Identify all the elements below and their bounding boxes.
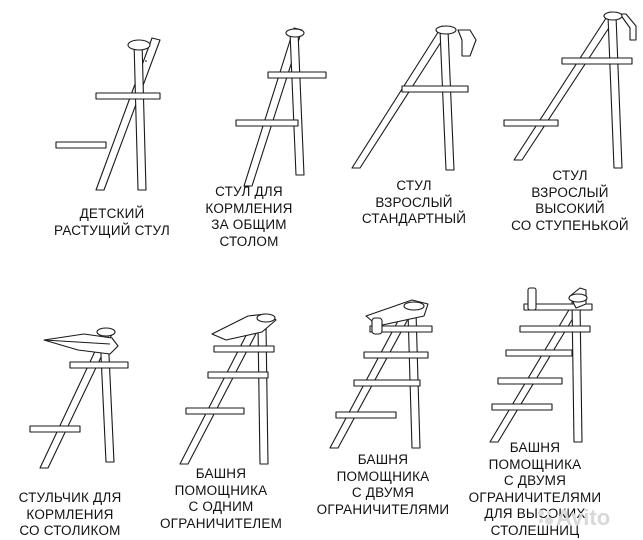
figure-helper-tower-one-limiter bbox=[179, 313, 277, 465]
figure-helper-tower-two-limiters-high bbox=[489, 287, 593, 443]
figure-feeding-chair-shared-table bbox=[235, 27, 327, 187]
caption-feeding-chair-tray: СТУЛЬЧИК ДЛЯ КОРМЛЕНИЯ СО СТОЛИКОМ bbox=[18, 490, 122, 538]
caption-feeding-chair-shared-table: СТУЛ ДЛЯ КОРМЛЕНИЯ ЗА ОБЩИМ СТОЛОМ bbox=[205, 184, 293, 249]
figure-helper-tower-two-limiters bbox=[329, 299, 433, 449]
caption-helper-tower-one-limiter: БАШНЯ ПОМОЩНИКА С ОДНИМ ОГРАНИЧИТЕЛЕМ bbox=[159, 466, 283, 531]
caption-helper-tower-two-limiters: БАШНЯ ПОМОЩНИКА С ДВУМЯ ОГРАНИЧИТЕЛЯМИ bbox=[316, 452, 450, 517]
figure-adult-standard-chair bbox=[351, 25, 477, 171]
figure-feeding-chair-tray bbox=[29, 327, 129, 469]
figure-kids-growing-chair bbox=[55, 37, 161, 191]
caption-helper-tower-two-limiters-high: БАШНЯ ПОМОЩНИКА С ДВУМЯ ОГРАНИЧИТЕЛЯМИ Д… bbox=[468, 440, 602, 538]
avito-logo-icon bbox=[538, 510, 553, 525]
avito-watermark: Avito bbox=[556, 505, 611, 530]
figure-adult-high-chair-step bbox=[503, 11, 637, 169]
caption-adult-standard-chair: СТУЛ ВЗРОСЛЫЙ СТАНДАРТНЫЙ bbox=[361, 178, 467, 226]
caption-kids-growing-chair: ДЕТСКИЙ РАСТУЩИЙ СТУЛ bbox=[54, 206, 170, 238]
caption-adult-high-chair-step: СТУЛ ВЗРОСЛЫЙ ВЫСОКИЙ СО СТУПЕНЬКОЙ bbox=[511, 168, 629, 233]
